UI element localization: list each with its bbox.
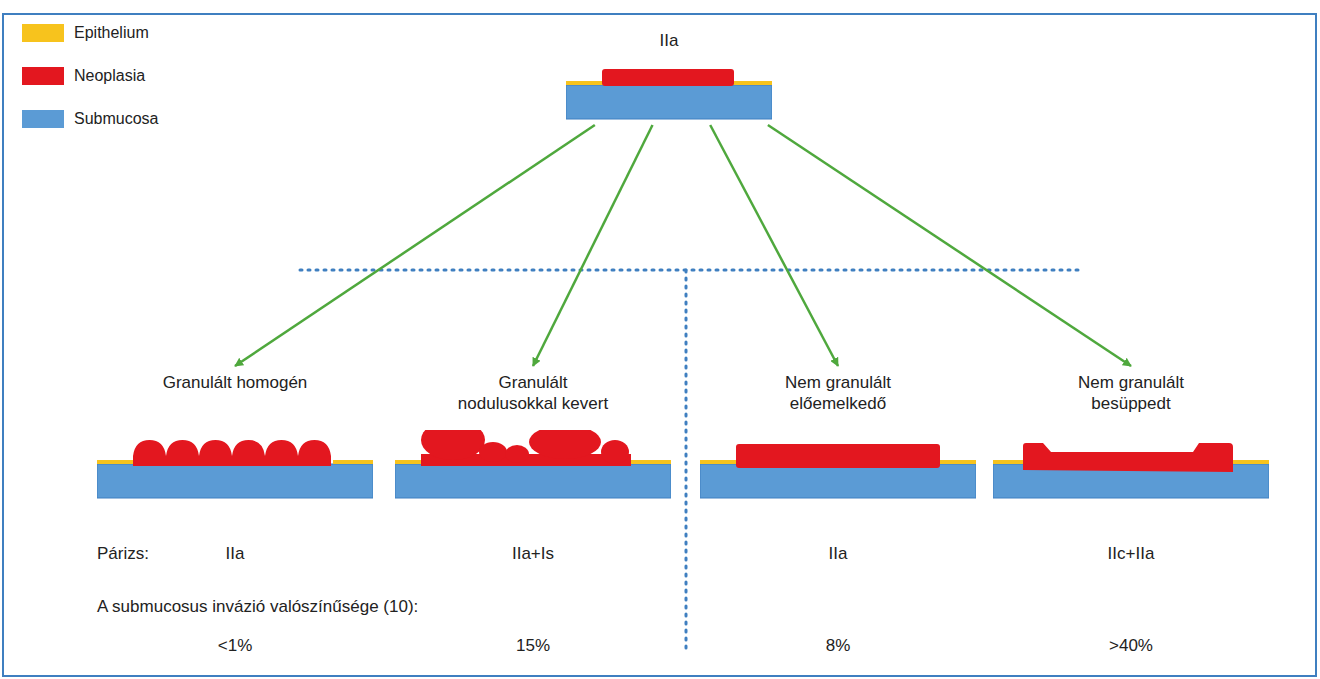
neoplasia bbox=[602, 69, 734, 86]
legend-swatch bbox=[22, 24, 64, 42]
neoplasia-nodule bbox=[505, 445, 529, 463]
node-title: Nem granulált besüppedt bbox=[1046, 372, 1216, 414]
legend-text: Neoplasia bbox=[74, 65, 145, 87]
epithelium-layer bbox=[938, 460, 976, 464]
table-cell: IIc+IIa bbox=[1108, 544, 1155, 564]
epithelium-layer bbox=[97, 460, 137, 464]
table-cell: IIa+Is bbox=[512, 544, 554, 564]
tissue-illustration bbox=[566, 51, 772, 121]
dotted-divider bbox=[300, 269, 1078, 272]
neoplasia bbox=[133, 440, 331, 466]
node-title: Granulált nodulusokkal kevert bbox=[448, 372, 618, 414]
epithelium-layer bbox=[993, 460, 1027, 464]
neoplasia-nodule bbox=[479, 442, 507, 462]
neoplasia-nodule bbox=[529, 430, 601, 459]
branch-arrow bbox=[235, 125, 595, 366]
node-title: Granulált homogén bbox=[150, 372, 320, 393]
table-cell: IIa bbox=[829, 544, 848, 564]
epithelium-layer bbox=[333, 460, 373, 464]
row-heading: A submucosus invázió valószínűsége (10): bbox=[97, 597, 418, 617]
neoplasia bbox=[1023, 443, 1233, 472]
frame bbox=[3, 14, 1316, 676]
lesion-subtype: Nem granulált előemelkedő bbox=[700, 372, 976, 500]
row-heading: Párizs: bbox=[97, 544, 149, 564]
legend-swatch bbox=[22, 110, 64, 128]
tissue-illustration bbox=[993, 430, 1269, 500]
lesion-subtype: Granulált nodulusokkal kevert bbox=[395, 372, 671, 500]
submucosa-layer bbox=[566, 85, 772, 119]
epithelium-layer bbox=[631, 460, 671, 464]
neoplasia bbox=[736, 444, 940, 468]
node-title: IIa bbox=[566, 30, 772, 51]
epithelium-layer bbox=[395, 460, 425, 464]
submucosa-layer bbox=[700, 464, 976, 498]
submucosa-layer bbox=[395, 464, 671, 498]
dotted-divider bbox=[685, 270, 688, 652]
lesion-subtype: Granulált homogén bbox=[97, 372, 373, 500]
epithelium-layer bbox=[1231, 460, 1269, 464]
table-cell: IIa bbox=[226, 544, 245, 564]
epithelium-layer bbox=[566, 81, 606, 85]
table-cell: >40% bbox=[1109, 636, 1153, 656]
lesion-subtype: Nem granulált besüppedt bbox=[993, 372, 1269, 500]
tissue-illustration bbox=[395, 430, 671, 500]
neoplasia-nodule bbox=[601, 440, 629, 464]
legend-text: Submucosa bbox=[74, 108, 159, 130]
epithelium-layer bbox=[700, 460, 740, 464]
node-title: Nem granulált előemelkedő bbox=[753, 372, 923, 414]
legend-swatch bbox=[22, 67, 64, 85]
branch-arrow bbox=[710, 125, 838, 366]
table-cell: 8% bbox=[826, 636, 851, 656]
tissue-illustration bbox=[97, 430, 373, 500]
submucosa-layer bbox=[97, 464, 373, 498]
lesion-type-top: IIa bbox=[566, 30, 772, 121]
neoplasia-nodule bbox=[421, 430, 485, 460]
tissue-illustration bbox=[700, 430, 976, 500]
legend-text: Epithelium bbox=[74, 22, 149, 44]
branch-arrow bbox=[768, 125, 1131, 366]
table-cell: 15% bbox=[516, 636, 550, 656]
table-cell: <1% bbox=[218, 636, 253, 656]
branch-arrow bbox=[533, 125, 653, 366]
epithelium-layer bbox=[732, 81, 772, 85]
